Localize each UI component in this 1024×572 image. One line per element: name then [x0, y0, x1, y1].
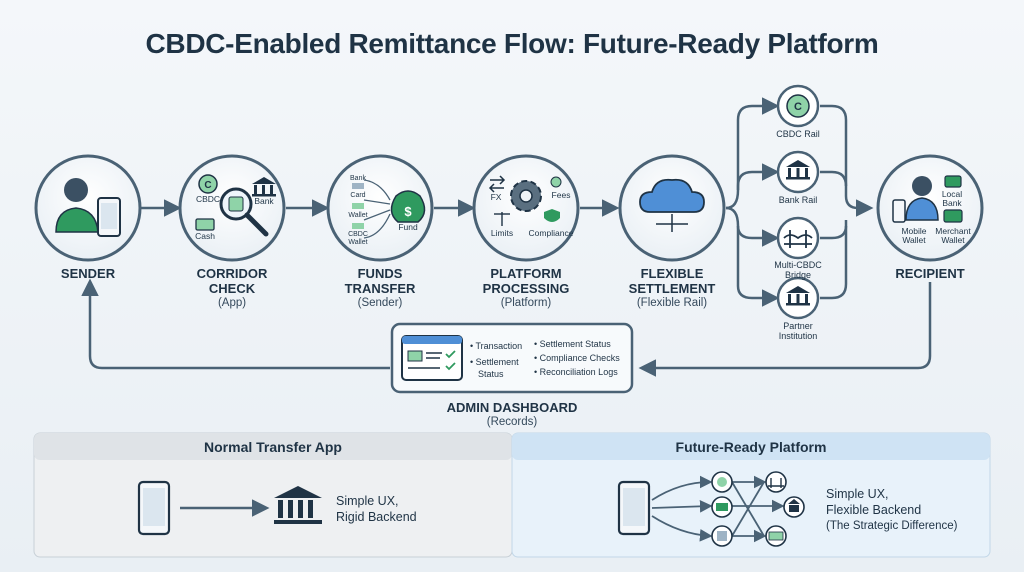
settlement-node — [618, 154, 726, 262]
dashboard-item: Settlement Status — [470, 356, 534, 380]
fees-icon — [550, 176, 562, 188]
normal-app-illustration — [137, 480, 322, 536]
dashboard-item: Settlement Status — [534, 338, 630, 350]
sender-node — [34, 154, 142, 262]
funds-item-card: Card — [350, 192, 366, 199]
bridge-icon — [768, 478, 784, 488]
bank-icon — [786, 160, 810, 180]
rail-cbdc: C — [776, 84, 820, 128]
corridor-item-bank: Bank — [254, 196, 274, 206]
svg-text:C: C — [794, 101, 802, 113]
platform-node — [472, 154, 580, 262]
rail-bank — [776, 150, 820, 194]
flow-connectors — [81, 97, 932, 377]
corridor-node: C — [178, 154, 286, 262]
phone-icon — [617, 480, 651, 536]
recipient-label: RECIPIENT — [895, 266, 965, 281]
svg-text:$: $ — [404, 204, 412, 219]
person-icon — [905, 176, 939, 221]
platform-item-fees: Fees — [551, 190, 571, 200]
money-bag-icon: $ — [390, 190, 426, 223]
platform-item-limits: Limits — [490, 228, 514, 238]
bank-wallet-icon — [944, 175, 962, 188]
person-icon — [55, 178, 99, 233]
card-icon — [717, 531, 727, 541]
recipient-node — [876, 154, 984, 262]
institution-icon — [786, 286, 810, 306]
cbdc-coin-icon — [717, 477, 727, 487]
funds-label: FUNDS TRANSFER (Sender) — [344, 266, 416, 309]
bank-icon — [252, 177, 276, 197]
mobile-wallet-icon — [892, 199, 906, 223]
rail-partner — [776, 276, 820, 320]
rail-partner-label: Partner Institution — [778, 321, 818, 341]
corridor-label: CORRIDOR CHECK (App) — [196, 266, 268, 309]
cbdc-coin-icon — [786, 94, 810, 118]
dashboard-window-icon — [401, 335, 463, 381]
gear-icon — [510, 180, 542, 212]
dashboard-list-col1: Transaction Settlement Status — [470, 340, 534, 380]
phone-icon — [137, 480, 171, 536]
normal-app-heading: Normal Transfer App — [204, 439, 342, 455]
funds-item-cbdc-wallet: CBDC Wallet — [348, 231, 368, 246]
cash-icon — [768, 531, 784, 541]
funds-target: Fund — [398, 222, 418, 232]
cbdc-coin-icon — [198, 174, 218, 194]
dashboard-item: Reconciliation Logs — [534, 366, 630, 378]
shield-icon — [544, 209, 560, 222]
merchant-wallet-icon — [943, 209, 963, 223]
corridor-item-cbdc: CBDC — [195, 194, 221, 204]
rail-bank-label: Bank Rail — [778, 195, 818, 205]
wallet-icon — [352, 203, 364, 209]
platform-item-fx: FX — [490, 192, 502, 202]
corridor-item-cash: Cash — [195, 231, 215, 241]
svg-text:C: C — [204, 180, 211, 191]
cash-icon — [195, 218, 215, 231]
rail-cbdc-label: CBDC Rail — [776, 129, 820, 139]
future-platform-illustration — [617, 471, 805, 547]
dashboard-label: ADMIN DASHBOARD (Records) — [446, 400, 578, 428]
cloud-icon — [639, 178, 705, 213]
recipient-item-mobile-wallet: Mobile Wallet — [901, 226, 927, 245]
normal-app-caption: Simple UX, Rigid Backend — [336, 494, 417, 524]
rail-bridge — [776, 216, 820, 260]
funds-item-bank: Bank — [350, 175, 366, 182]
platform-item-compliance: Compliance — [528, 228, 574, 238]
scales-icon — [494, 212, 510, 226]
cbdc-wallet-icon — [352, 223, 364, 229]
funds-node: $ — [326, 154, 434, 262]
phone-icon — [97, 197, 121, 237]
rail-bridge-label: Multi-CBDC Bridge — [774, 260, 822, 280]
card-icon — [352, 183, 364, 189]
bridge-icon — [783, 230, 813, 248]
dashboard-list-col2: Settlement Status Compliance Checks Reco… — [534, 338, 630, 378]
future-platform-heading: Future-Ready Platform — [675, 439, 827, 455]
magnifier-icon — [219, 187, 269, 237]
future-platform-caption: Simple UX, Flexible Backend (The Strateg… — [826, 487, 958, 532]
page-title: CBDC-Enabled Remittance Flow: Future-Rea… — [145, 28, 879, 59]
bank-icon — [788, 499, 800, 512]
bank-icon — [274, 486, 322, 524]
funds-item-wallet: Wallet — [348, 212, 368, 219]
recipient-item-local-bank: Local Bank — [941, 189, 963, 208]
fx-icon — [488, 175, 506, 193]
platform-label: PLATFORM PROCESSING (Platform) — [482, 266, 570, 309]
dashboard-item: Compliance Checks — [534, 352, 630, 364]
dashboard-item: Transaction — [470, 340, 534, 352]
wallet-icon — [716, 503, 728, 511]
settlement-label: FLEXIBLE SETTLEMENT (Flexible Rail) — [628, 266, 716, 309]
sender-label: SENDER — [60, 266, 116, 281]
recipient-item-merchant-wallet: Merchant Wallet — [935, 226, 971, 245]
